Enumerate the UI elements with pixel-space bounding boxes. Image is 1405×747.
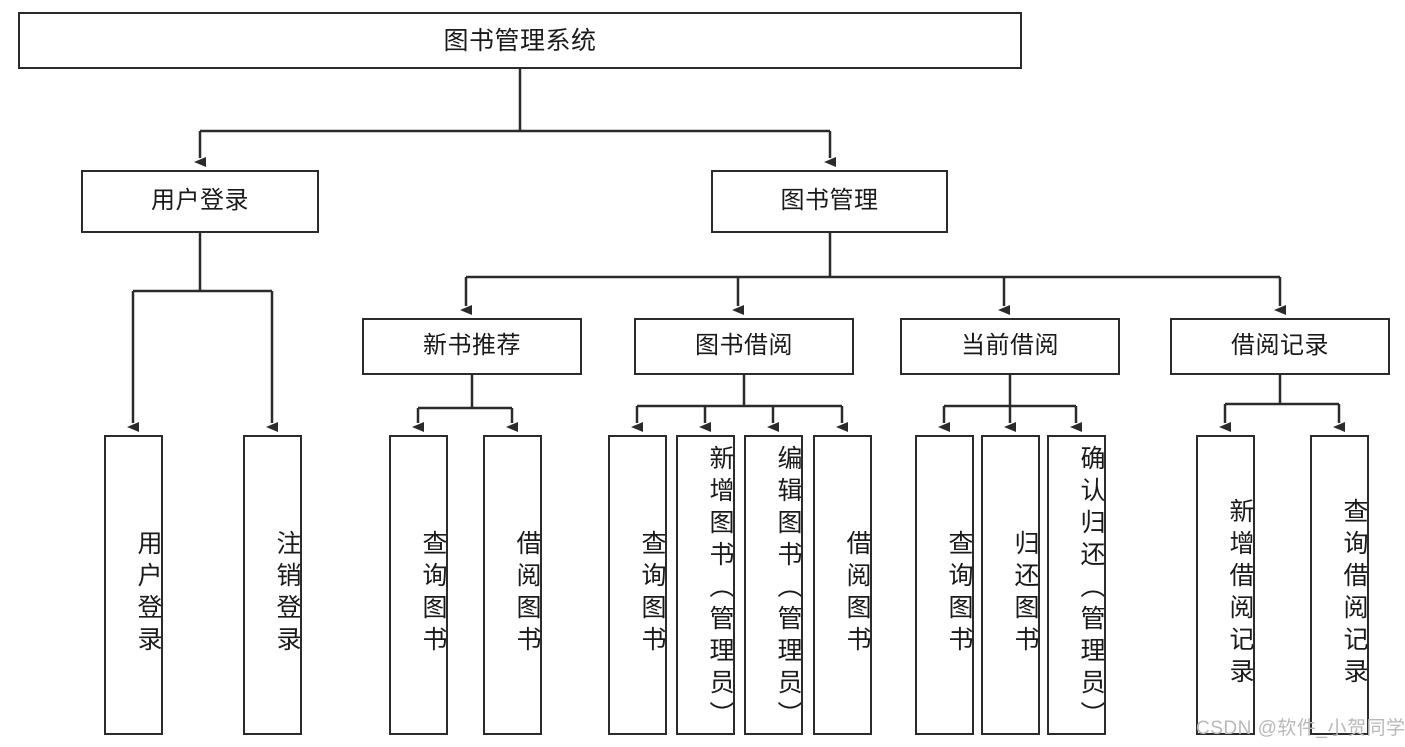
leaf-confirm-return-admin[interactable]: 确认归还（管理员） xyxy=(1047,435,1106,735)
leaf-return-book[interactable]: 归还图书 xyxy=(981,435,1040,735)
leaf-edit-book-admin[interactable]: 编辑图书（管理员） xyxy=(744,435,803,735)
leaf-query-book-current[interactable]: 查询图书 xyxy=(915,435,974,735)
node-current-borrow[interactable]: 当前借阅 xyxy=(900,318,1120,375)
node-root-system[interactable]: 图书管理系统 xyxy=(18,12,1022,69)
node-book-borrow[interactable]: 图书借阅 xyxy=(634,318,854,375)
leaf-borrow-book[interactable]: 借阅图书 xyxy=(813,435,872,735)
leaf-logout[interactable]: 注销登录 xyxy=(243,435,302,735)
node-borrow-record[interactable]: 借阅记录 xyxy=(1170,318,1390,375)
leaf-query-book-recommend[interactable]: 查询图书 xyxy=(389,435,448,735)
leaf-query-borrow-record[interactable]: 查询借阅记录 xyxy=(1310,435,1369,735)
leaf-add-borrow-record[interactable]: 新增借阅记录 xyxy=(1196,435,1255,735)
leaf-borrow-book-recommend[interactable]: 借阅图书 xyxy=(483,435,542,735)
node-user-login[interactable]: 用户登录 xyxy=(81,170,319,233)
node-book-management[interactable]: 图书管理 xyxy=(711,170,948,233)
leaf-query-book-borrow[interactable]: 查询图书 xyxy=(608,435,667,735)
leaf-add-book-admin[interactable]: 新增图书（管理员） xyxy=(676,435,735,735)
leaf-user-login[interactable]: 用户登录 xyxy=(104,435,163,735)
node-new-book-recommend[interactable]: 新书推荐 xyxy=(362,318,582,375)
